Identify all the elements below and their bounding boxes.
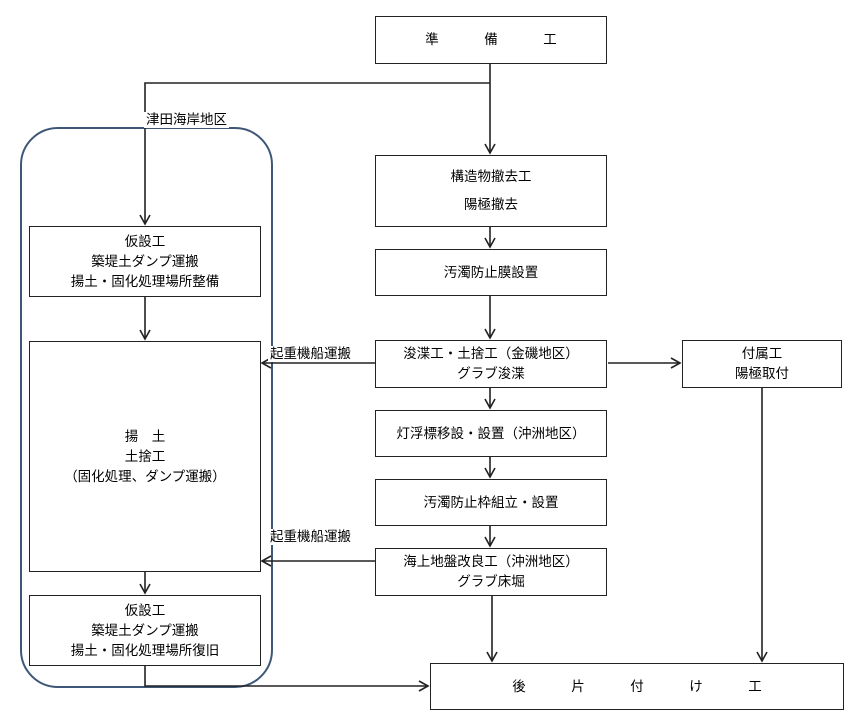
node-temp-works-2-line3: 揚土・固化処理場所復旧 <box>70 642 220 659</box>
node-silt-fence-text: 汚濁防止膜設置 <box>443 264 539 281</box>
node-dredging: 浚渫工・土捨工（金磯地区） グラブ浚渫 <box>375 340 607 388</box>
node-accessory-line2: 陽極取付 <box>735 366 789 382</box>
node-silt-frame-text: 汚濁防止枠組立・設置 <box>423 494 559 511</box>
node-ground-improvement: 海上地盤改良工（沖洲地区） グラブ床堀 <box>375 548 607 596</box>
node-ground-improvement-line1: 海上地盤改良工（沖洲地区） <box>403 554 579 570</box>
crane-transport-label-1: 起重機船運搬 <box>268 346 353 362</box>
arrow-prep-to-temp1 <box>139 82 490 226</box>
region-label: 津田海岸地区 <box>144 112 229 128</box>
node-unloading: 揚 土 土捨工 （固化処理、ダンプ運搬） <box>29 341 261 572</box>
node-accessory: 付属工 陽極取付 <box>682 340 842 388</box>
node-temp-works-1-line3: 揚土・固化処理場所整備 <box>70 273 220 290</box>
node-structure-removal-line1: 構造物撤去工 <box>450 169 532 185</box>
node-ground-improvement-line2: グラブ床堀 <box>457 574 525 590</box>
node-structure-removal-line2: 陽極撤去 <box>464 197 518 213</box>
node-buoy: 灯浮標移設・設置（沖洲地区） <box>375 410 607 457</box>
crane-transport-label-2: 起重機船運搬 <box>268 529 353 545</box>
node-preparation: 準 備 工 <box>375 16 607 64</box>
node-silt-fence: 汚濁防止膜設置 <box>375 249 607 296</box>
node-temp-works-1-line1: 仮設工 <box>124 233 166 250</box>
node-dredging-line1: 浚渫工・土捨工（金磯地区） <box>403 346 579 362</box>
node-structure-removal: 構造物撤去工 陽極撤去 <box>375 155 607 227</box>
node-temp-works-1-line2: 築堤土ダンプ運搬 <box>91 253 199 270</box>
node-preparation-text: 準 備 工 <box>425 32 573 48</box>
node-unloading-line1: 揚 土 <box>124 428 166 445</box>
arrow-temp2-to-cleanup <box>144 665 430 692</box>
node-temp-works-2-line1: 仮設工 <box>124 602 166 619</box>
node-silt-frame: 汚濁防止枠組立・設置 <box>375 479 607 526</box>
node-buoy-text: 灯浮標移設・設置（沖洲地区） <box>396 425 586 442</box>
node-temp-works-2: 仮設工 築堤土ダンプ運搬 揚土・固化処理場所復旧 <box>29 595 261 666</box>
node-temp-works-2-line2: 築堤土ダンプ運搬 <box>91 622 199 639</box>
node-temp-works-1: 仮設工 築堤土ダンプ運搬 揚土・固化処理場所整備 <box>29 226 261 297</box>
node-dredging-line2: グラブ浚渫 <box>457 366 525 382</box>
node-cleanup: 後 片 付 け 工 <box>430 663 844 710</box>
tsuda-coast-region-outline <box>20 127 273 688</box>
node-cleanup-text: 後 片 付 け 工 <box>512 678 778 695</box>
node-unloading-line3: （固化処理、ダンプ運搬） <box>64 468 226 485</box>
node-accessory-line1: 付属工 <box>741 346 783 362</box>
node-unloading-line2: 土捨工 <box>124 448 166 465</box>
